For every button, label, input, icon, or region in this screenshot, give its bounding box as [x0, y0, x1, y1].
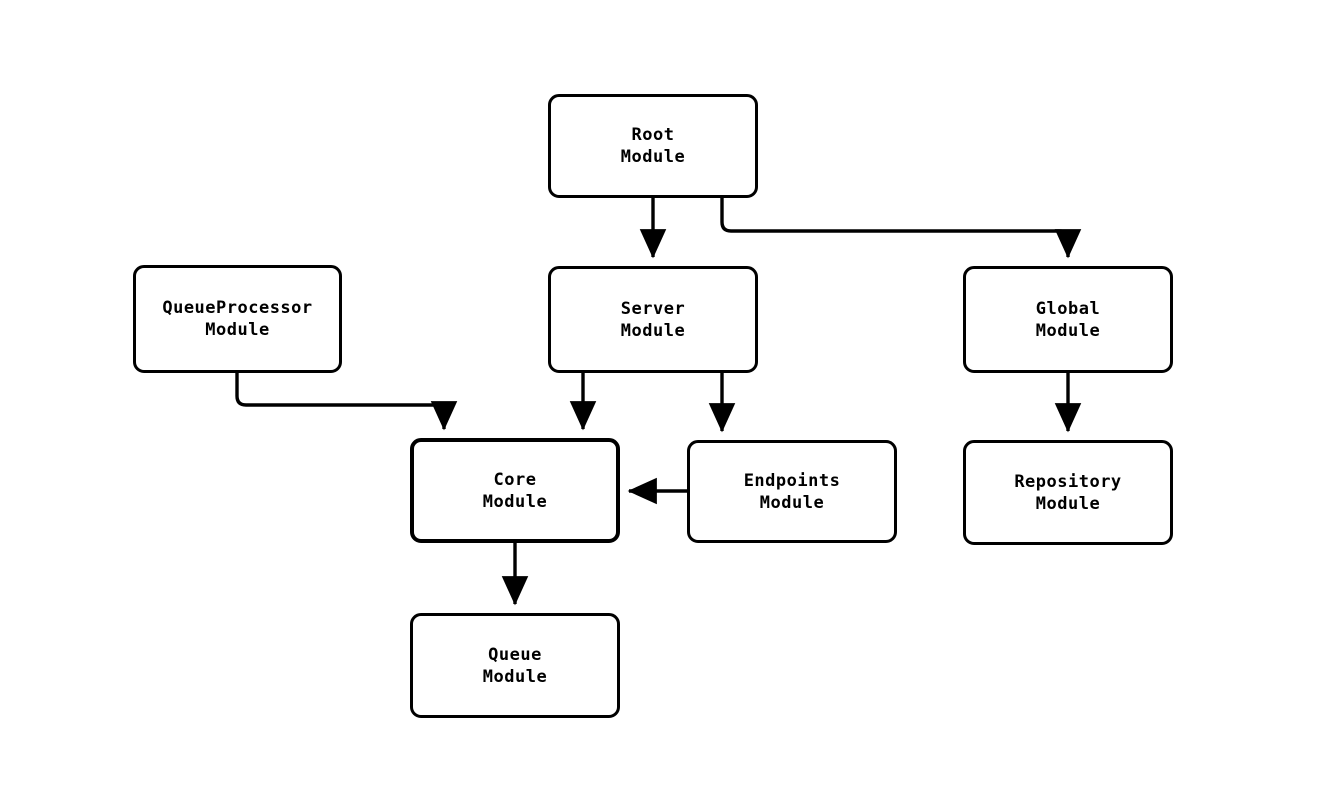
node-server-title: Server	[620, 298, 686, 319]
node-queue-subtitle: Module	[482, 666, 548, 687]
node-endpoints-title: Endpoints	[743, 470, 841, 491]
edge-root-to-global	[720, 198, 1082, 259]
node-queue-title: Queue	[488, 644, 542, 665]
node-global-title: Global	[1035, 298, 1101, 319]
node-core-subtitle: Module	[482, 491, 548, 512]
edge-queueprocessor-to-core	[235, 373, 458, 431]
node-queueprocessor-subtitle: Module	[205, 320, 270, 340]
node-endpoints-subtitle: Module	[759, 492, 825, 513]
node-repository-subtitle: Module	[1035, 493, 1101, 514]
node-queueprocessor-title: QueueProcessor	[162, 298, 313, 318]
node-server-subtitle: Module	[620, 320, 686, 341]
node-global-subtitle: Module	[1035, 320, 1101, 341]
node-root-title: Root	[631, 125, 675, 145]
node-repository-title: Repository	[1014, 471, 1122, 492]
node-core-title: Core	[493, 469, 537, 490]
node-root-subtitle: Module	[620, 147, 686, 167]
